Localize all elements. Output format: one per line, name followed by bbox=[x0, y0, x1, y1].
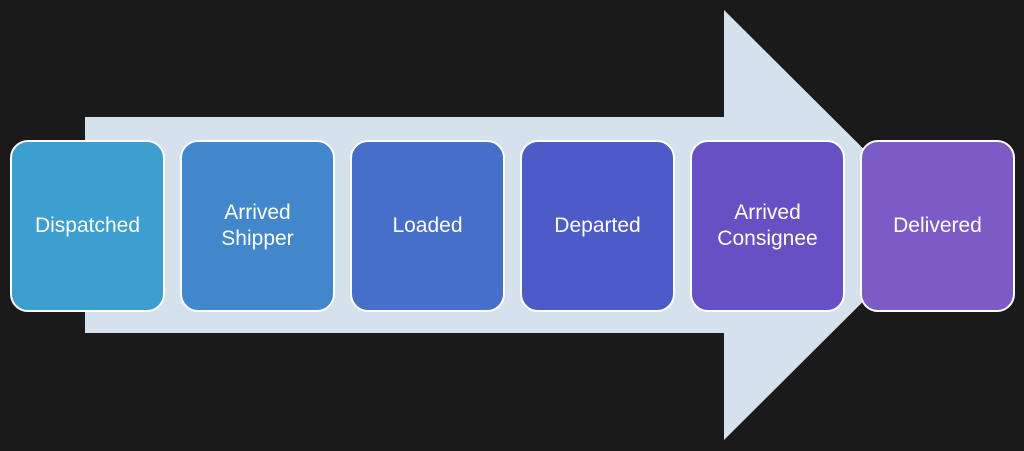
step-box-departed: Departed bbox=[520, 140, 675, 312]
step-box-arrived-consignee: Arrived Consignee bbox=[690, 140, 845, 312]
step-box-delivered: Delivered bbox=[860, 140, 1015, 312]
step-box-arrived-shipper: Arrived Shipper bbox=[180, 140, 335, 312]
step-box-dispatched: Dispatched bbox=[10, 140, 165, 312]
step-label: Loaded bbox=[392, 213, 463, 237]
step-label: Arrived Shipper bbox=[221, 200, 294, 250]
step-label: Delivered bbox=[893, 213, 982, 237]
step-label: Arrived Consignee bbox=[717, 200, 818, 250]
step-label: Dispatched bbox=[34, 213, 141, 237]
step-box-loaded: Loaded bbox=[350, 140, 505, 312]
process-arrow-shape bbox=[85, 10, 940, 440]
step-label: Departed bbox=[554, 213, 641, 237]
